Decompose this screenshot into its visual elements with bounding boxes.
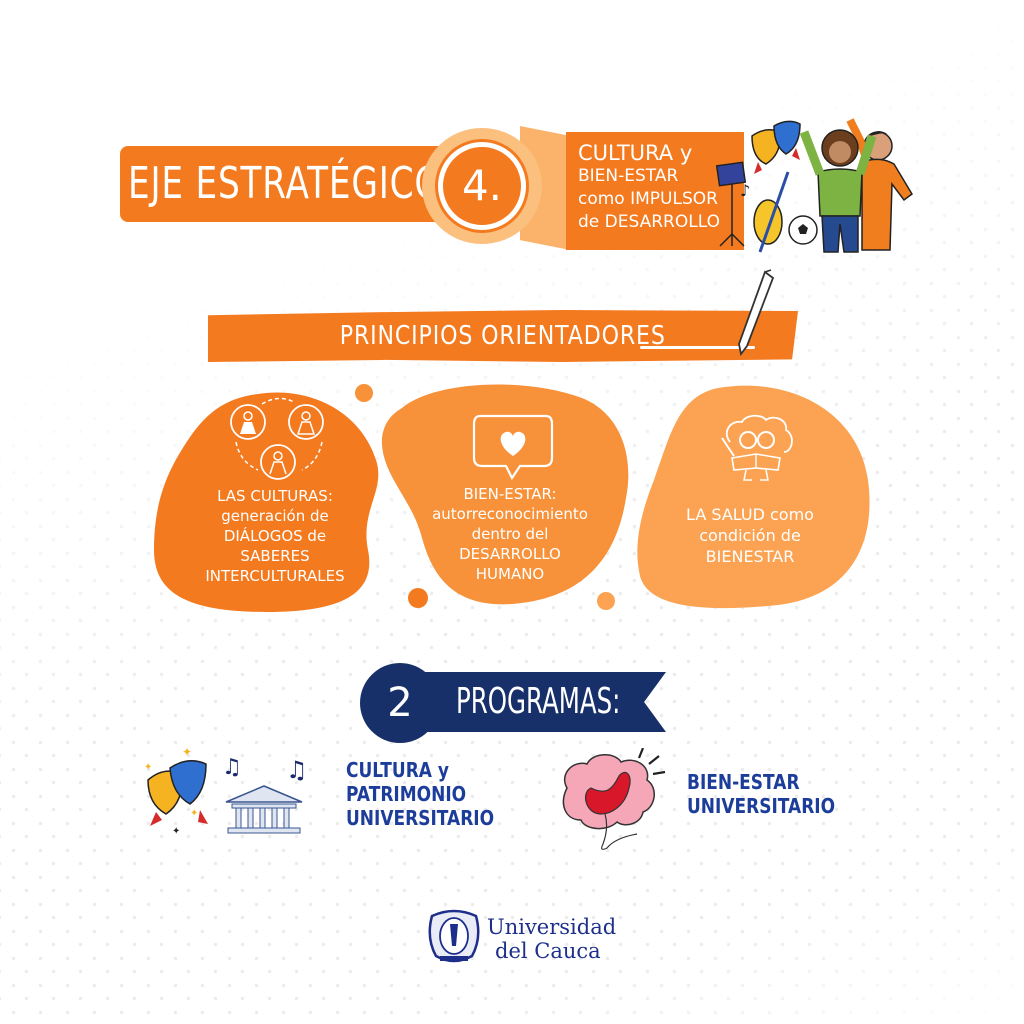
programa-2-label: BIEN-ESTAR UNIVERSITARIO bbox=[687, 770, 861, 818]
subtitle-line: CULTURA y bbox=[578, 141, 693, 165]
programa-line: CULTURA y bbox=[346, 758, 449, 782]
principio-3-text: LA SALUD como condición de BIENESTAR bbox=[645, 504, 855, 567]
svg-text:✦: ✦ bbox=[172, 826, 180, 837]
principio-line: LAS CULTURAS: bbox=[217, 487, 333, 505]
eje-title: EJE ESTRATÉGICO bbox=[128, 158, 443, 209]
decorative-dot bbox=[355, 384, 373, 402]
svg-text:♪: ♪ bbox=[740, 181, 750, 200]
svg-text:✦: ✦ bbox=[182, 745, 192, 759]
theater-masks-temple-music-icon: ♫ ♫ ✦ ✦ ✦ ✦ bbox=[144, 745, 308, 837]
principio-blob-2 bbox=[381, 384, 629, 605]
brain-heart-balloon-icon bbox=[562, 748, 666, 850]
principio-line: BIENESTAR bbox=[705, 547, 795, 566]
pen-icon bbox=[738, 269, 775, 357]
programa-line: UNIVERSITARIO bbox=[687, 794, 836, 818]
music-stand-icon bbox=[715, 161, 747, 247]
programas-number-badge bbox=[360, 663, 440, 743]
svg-text:✦: ✦ bbox=[190, 808, 198, 819]
programa-line: UNIVERSITARIO bbox=[346, 806, 495, 830]
heart-speech-bubble-icon bbox=[472, 414, 554, 481]
subtitle-line: de DESARROLLO bbox=[578, 212, 720, 232]
programas-number: 2 bbox=[387, 680, 413, 726]
three-people-circles-icon bbox=[230, 397, 324, 480]
principio-line: SABERES bbox=[240, 547, 310, 565]
principio-line: condición de bbox=[699, 526, 801, 545]
person-green-icon bbox=[799, 129, 877, 253]
principio-blob-3 bbox=[637, 385, 870, 609]
logo-line: Universidad bbox=[487, 915, 617, 939]
principio-1-text: LAS CULTURAS: generación de DIÁLOGOS de … bbox=[170, 486, 380, 586]
principio-2-text: BIEN-ESTAR: autorreconocimiento dentro d… bbox=[405, 484, 615, 584]
decorative-dot bbox=[408, 588, 428, 608]
principio-line: generación de bbox=[221, 507, 329, 525]
theater-masks-icon bbox=[751, 120, 801, 174]
principio-line: HUMANO bbox=[475, 565, 545, 583]
principio-line: autorreconocimiento bbox=[432, 505, 588, 523]
principio-blob-1 bbox=[154, 392, 379, 612]
number-badge bbox=[438, 142, 526, 230]
eje-number: 4. bbox=[461, 161, 503, 210]
svg-text:♫: ♫ bbox=[222, 755, 242, 780]
svg-text:♫: ♫ bbox=[286, 756, 308, 784]
principio-line: DESARROLLO bbox=[459, 545, 561, 563]
programas-title: PROGRAMAS: bbox=[456, 681, 621, 722]
programa-line: PATRIMONIO bbox=[346, 782, 467, 806]
brain-reading-book-icon bbox=[721, 414, 793, 481]
principio-line: INTERCULTURALES bbox=[205, 567, 345, 585]
subtitle-line: como IMPULSOR bbox=[578, 189, 718, 209]
principios-banner bbox=[208, 310, 798, 362]
principio-line: BIEN-ESTAR: bbox=[463, 485, 557, 503]
cello-icon: ♪ bbox=[740, 171, 790, 253]
principio-line: DIÁLOGOS de bbox=[223, 527, 327, 545]
people-celebrating-illustration: ♪ bbox=[715, 118, 913, 253]
eje-subtitle: CULTURA y BIEN-ESTAR como IMPULSOR de DE… bbox=[578, 142, 738, 234]
logo-line: del Cauca bbox=[495, 939, 601, 963]
pen-underline bbox=[640, 346, 755, 349]
university-crest-logo bbox=[428, 909, 480, 963]
principio-line: dentro del bbox=[471, 525, 549, 543]
principios-title-text: PRINCIPIOS ORIENTADORES bbox=[340, 321, 666, 351]
temple-icon bbox=[225, 785, 303, 834]
programa-1-label: CULTURA y PATRIMONIO UNIVERSITARIO bbox=[346, 758, 520, 830]
svg-text:✦: ✦ bbox=[144, 762, 152, 773]
university-name: Universidad del Cauca bbox=[487, 915, 616, 963]
subtitle-line: BIEN-ESTAR bbox=[578, 166, 679, 186]
principios-title: PRINCIPIOS ORIENTADORES bbox=[208, 312, 798, 360]
programa-line: BIEN-ESTAR bbox=[687, 770, 800, 794]
principio-line: LA SALUD como bbox=[686, 505, 814, 524]
eje-title-banner bbox=[120, 146, 460, 222]
decorative-dot bbox=[597, 592, 615, 610]
soccer-ball-icon bbox=[788, 215, 818, 245]
subtitle-panel bbox=[566, 132, 744, 250]
